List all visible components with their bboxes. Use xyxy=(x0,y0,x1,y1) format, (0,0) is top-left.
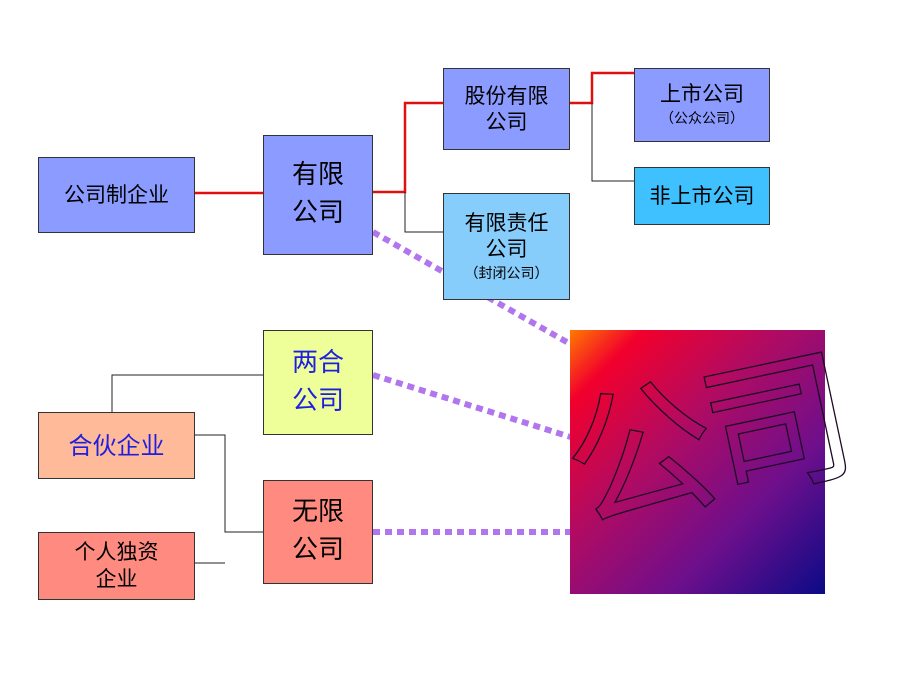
connector-limited-to-jointstock xyxy=(373,101,443,194)
limited-company-line1: 有限 xyxy=(291,160,344,191)
unlimited-company-box: 无限 公司 xyxy=(263,480,373,584)
listed-company-note: （公众公司） xyxy=(660,111,744,128)
limited-liability-line1: 有限责任 xyxy=(464,210,549,235)
limited-company-box: 有限 公司 xyxy=(263,135,373,255)
connector-jointstock-to-listed xyxy=(570,71,634,105)
connector-limited-to-llc xyxy=(404,192,443,233)
partnership-enterprise-box: 合伙企业 xyxy=(38,412,195,479)
two-party-company-box: 两合 公司 xyxy=(263,330,373,435)
sole-proprietorship-line1: 个人独资 xyxy=(74,539,159,564)
listed-company-label: 上市公司 xyxy=(660,82,744,107)
joint-stock-company-box: 股份有限 公司 xyxy=(443,68,570,150)
limited-liability-line2: 公司 xyxy=(485,236,528,261)
connector-partnership-to-twoparty xyxy=(111,374,263,412)
connector-partnership-to-unlimited xyxy=(195,434,263,533)
partnership-label: 合伙企业 xyxy=(68,431,165,460)
limited-liability-company-box: 有限责任 公司 （封闭公司） xyxy=(443,193,570,300)
connector-jointstock-to-unlisted xyxy=(591,103,634,182)
unlisted-company-label: 非上市公司 xyxy=(649,183,755,208)
sole-proprietorship-line2: 企业 xyxy=(95,567,138,591)
limited-liability-note: （封闭公司） xyxy=(464,266,549,282)
sole-proprietorship-box: 个人独资 企业 xyxy=(38,532,195,600)
limited-company-line2: 公司 xyxy=(291,198,344,228)
unlimited-line2: 公司 xyxy=(291,535,344,565)
company-enterprise-box: 公司制企业 xyxy=(38,157,195,233)
company-graphic-panel: 公司 xyxy=(549,329,861,594)
company-enterprise-label: 公司制企业 xyxy=(64,182,169,207)
two-party-line1: 两合 xyxy=(291,347,344,378)
unlisted-company-box: 非上市公司 xyxy=(634,167,770,225)
joint-stock-line1: 股份有限 xyxy=(464,83,549,108)
two-party-line2: 公司 xyxy=(291,385,344,416)
joint-stock-line2: 公司 xyxy=(485,110,528,134)
unlimited-line1: 无限 xyxy=(291,497,344,528)
listed-company-box: 上市公司 （公众公司） xyxy=(634,68,770,142)
company-big-outline-text: 公司 xyxy=(549,329,860,559)
